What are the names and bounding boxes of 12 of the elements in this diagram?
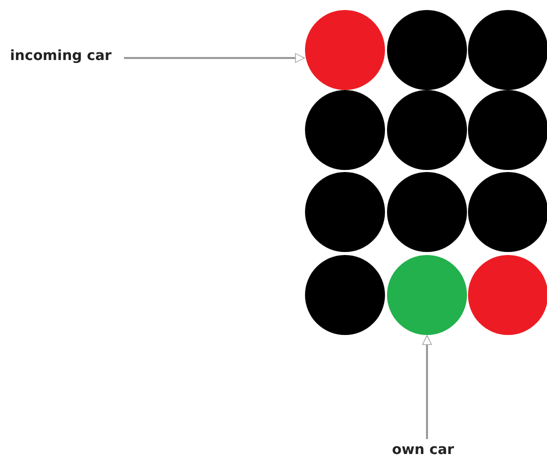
car-circle [387,10,467,90]
car-circle [305,172,385,252]
car-circle [305,255,385,335]
car-circle [305,10,385,90]
car-circle [387,90,467,170]
arrow [422,335,432,439]
car-circle [387,172,467,252]
car-label: own car [392,442,454,458]
car-label: incoming car [10,48,112,64]
arrow [124,53,305,63]
car-circle [387,255,467,335]
car-circle [305,90,385,170]
